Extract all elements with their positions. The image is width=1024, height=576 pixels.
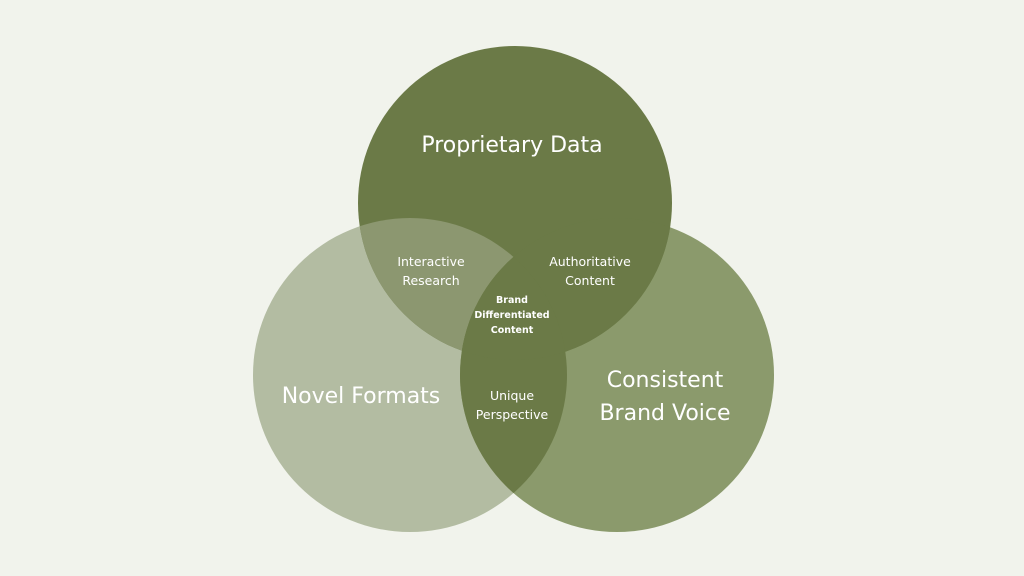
label-consistent: Consistent [607, 368, 724, 393]
label-authoritative: Authoritative [549, 254, 631, 269]
label-center-brand: Brand [496, 295, 528, 306]
label-novel-formats: Novel Formats [282, 384, 441, 409]
label-center-content: Content [491, 325, 534, 336]
label-center-differentiated: Differentiated [474, 310, 549, 321]
label-perspective: Perspective [476, 407, 549, 422]
label-proprietary-data: Proprietary Data [421, 133, 602, 158]
label-interactive: Interactive [397, 254, 465, 269]
overlap-center [460, 218, 567, 360]
label-brand-voice: Brand Voice [599, 401, 730, 426]
label-research: Research [402, 273, 459, 288]
label-content: Content [565, 273, 615, 288]
label-unique: Unique [490, 388, 534, 403]
